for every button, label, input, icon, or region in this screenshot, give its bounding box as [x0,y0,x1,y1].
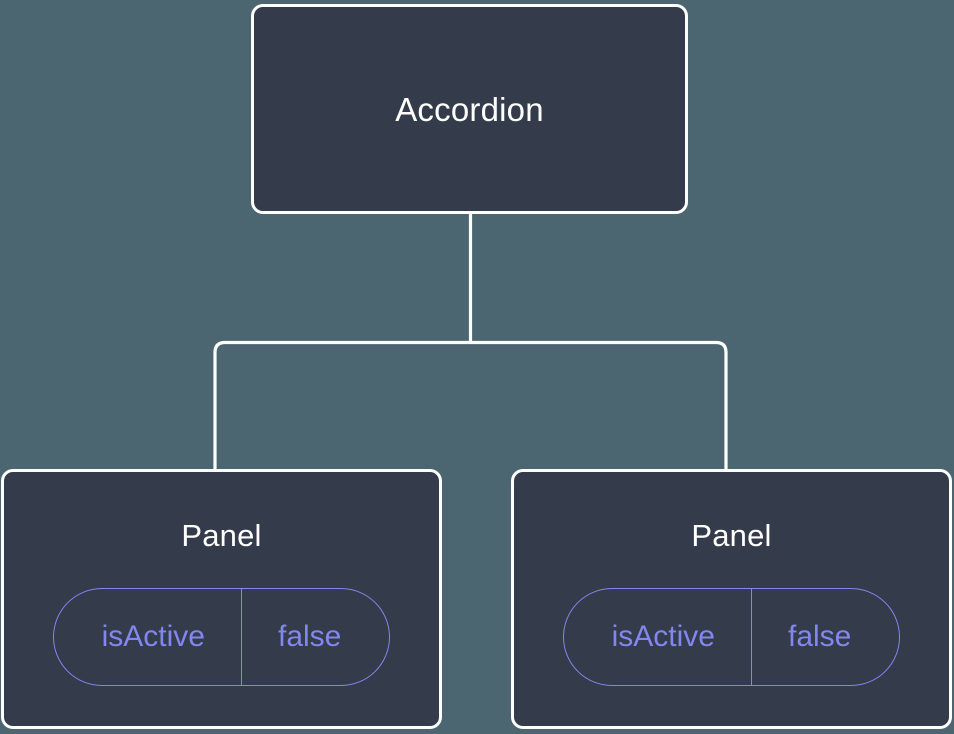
prop-value-isactive-2: false [750,589,899,685]
prop-value-isactive-1: false [240,589,389,685]
prop-pill-panel-1[interactable]: isActive false [52,588,391,686]
edge-branch-to-panel-left [213,340,471,470]
node-panel-2[interactable]: Panel isActive false [511,469,952,729]
edge-branch-to-panel-right [470,340,728,470]
node-accordion-label: Accordion [395,90,544,128]
prop-key-isactive-1: isActive [101,620,205,653]
node-panel-1[interactable]: Panel isActive false [1,469,442,729]
node-panel-1-label: Panel [181,518,262,553]
prop-key-isactive-2: isActive [611,620,715,653]
prop-pill-panel-2[interactable]: isActive false [562,588,901,686]
node-panel-2-label: Panel [691,518,772,553]
node-accordion[interactable]: Accordion [251,4,688,214]
